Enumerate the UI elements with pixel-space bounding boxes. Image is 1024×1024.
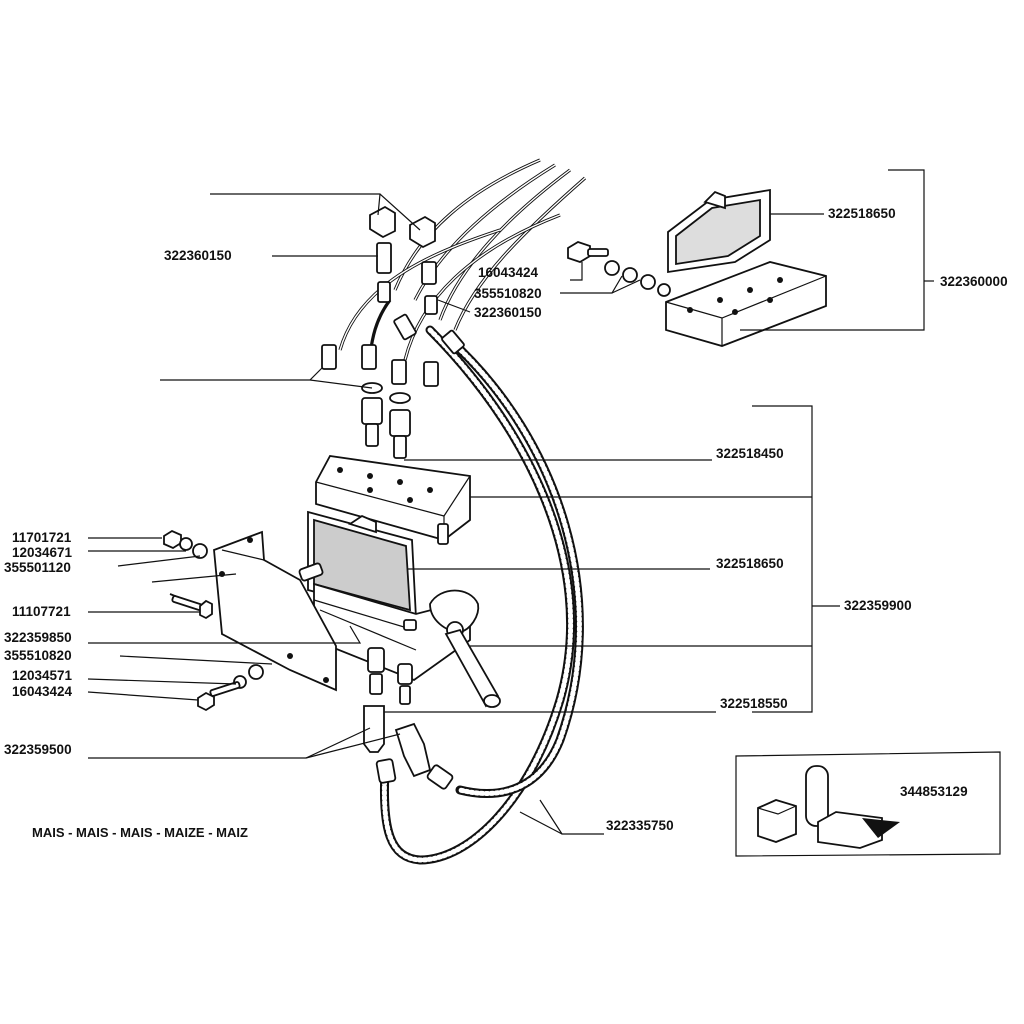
label-11107721: 11107721 bbox=[12, 604, 71, 619]
label-322359500: 322359500 bbox=[4, 742, 72, 757]
label-322360000: 322360000 bbox=[940, 274, 1008, 289]
leader-lines bbox=[87, 169, 934, 835]
inset-kit-box bbox=[735, 751, 1001, 857]
variant-caption: MAIS - MAIS - MAIS - MAIZE - MAIZ bbox=[32, 825, 248, 840]
label-322335750: 322335750 bbox=[606, 818, 674, 833]
label-322360150-right: 322360150 bbox=[474, 305, 542, 320]
left-hardware bbox=[163, 529, 264, 712]
top-right-valve-block bbox=[665, 188, 827, 347]
label-322518550: 322518550 bbox=[720, 696, 788, 711]
label-12034571: 12034571 bbox=[12, 668, 73, 683]
label-11701721: 11701721 bbox=[12, 530, 72, 545]
label-355510820-left: 355510820 bbox=[4, 648, 72, 663]
middle-valve-block bbox=[315, 455, 471, 545]
valve-body bbox=[298, 562, 501, 708]
label-16043424-top: 16043424 bbox=[478, 265, 539, 280]
upper-pipe-bundle bbox=[338, 158, 587, 361]
washers-and-nipples bbox=[361, 382, 411, 459]
lower-fittings bbox=[363, 647, 454, 790]
label-355510820-top: 355510820 bbox=[474, 286, 542, 301]
top-elbow-fittings bbox=[321, 205, 465, 387]
label-355501120: 355501120 bbox=[4, 560, 71, 575]
label-322360150-top: 322360150 bbox=[164, 248, 232, 263]
left-bracket bbox=[213, 530, 337, 692]
label-322359900: 322359900 bbox=[844, 598, 912, 613]
label-322518650-mid: 322518650 bbox=[716, 556, 784, 571]
label-16043424-left: 16043424 bbox=[12, 684, 73, 699]
part-number-labels: 322360150 16043424 355510820 322360150 3… bbox=[4, 206, 1008, 833]
bolt-and-washers-top bbox=[567, 241, 671, 297]
label-322518650-top: 322518650 bbox=[828, 206, 896, 221]
label-12034671: 12034671 bbox=[12, 545, 73, 560]
label-322359850: 322359850 bbox=[4, 630, 72, 645]
main-hose-loop bbox=[379, 325, 584, 865]
label-322518450: 322518450 bbox=[716, 446, 784, 461]
label-344853129: 344853129 bbox=[900, 784, 968, 799]
